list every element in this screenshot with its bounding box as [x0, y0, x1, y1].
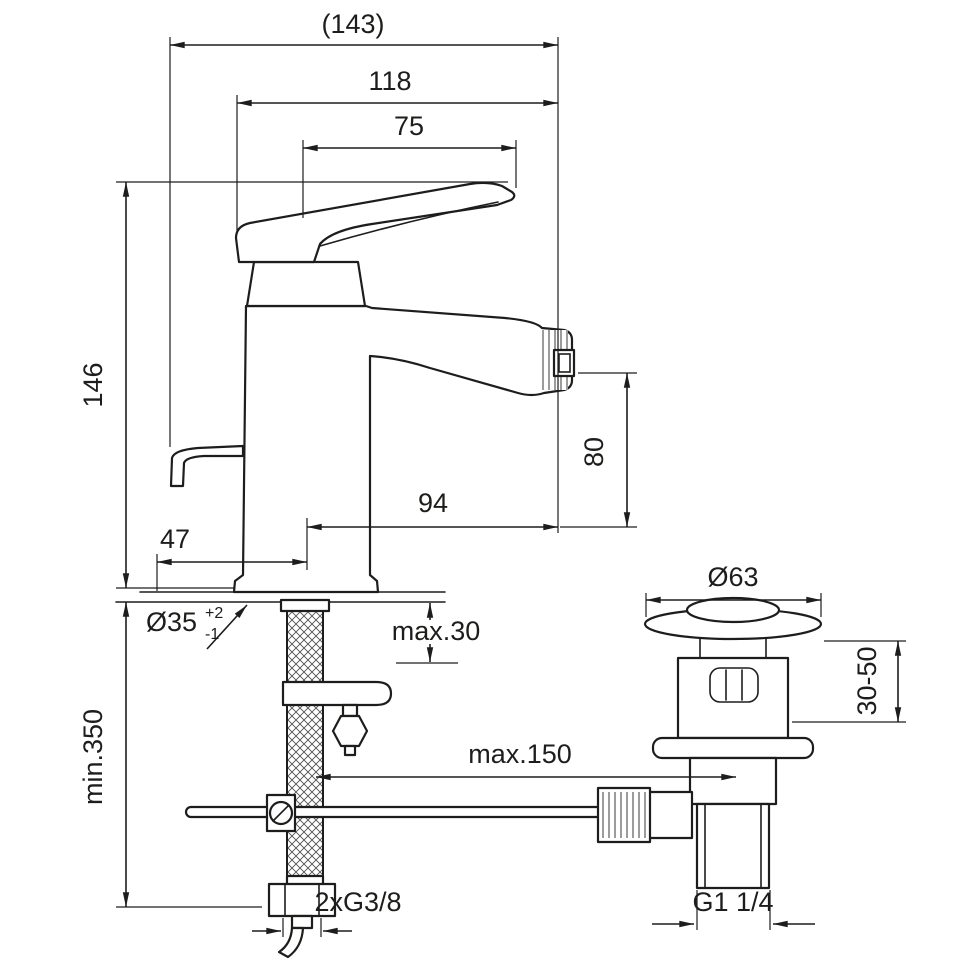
hose-tail — [277, 926, 305, 959]
dim-spout-depth-label: 118 — [368, 66, 411, 96]
faucet-body-group — [169, 181, 576, 594]
waste-mid-flange — [651, 736, 815, 760]
dim-hole-tol-plus-label: +2 — [205, 605, 223, 622]
aerator-outlet-inner — [558, 353, 571, 373]
cartridge-cap — [245, 260, 367, 308]
hose-nut-facets — [284, 883, 320, 917]
waste-window — [709, 667, 759, 703]
waste-upper-body — [676, 656, 790, 740]
dim-hose-thread-label: 2xG3/8 — [314, 887, 401, 917]
faucet-body-and-spout — [232, 304, 574, 594]
rod-clamp-screw-slot — [272, 804, 290, 822]
waste-tailpipe-walls — [704, 803, 762, 889]
extension-lines — [116, 37, 906, 937]
popup-rod-linkage — [184, 786, 694, 844]
dimension-lines — [116, 37, 906, 937]
dim-clamp-range-label: 30-50 — [852, 646, 882, 715]
dim-hole-dia-leader — [206, 604, 248, 650]
dim-overall-depth-label: (143) — [321, 9, 384, 39]
mounting-deck — [115, 591, 446, 603]
fixing-hex-nut — [331, 714, 369, 748]
fixing-stud — [341, 703, 359, 718]
dim-rear-offset-label: 47 — [160, 524, 190, 554]
rod-coupling — [644, 790, 694, 840]
dim-waste-thread-label: G1 1/4 — [692, 887, 773, 917]
dim-hole-tol-minus-label: -1 — [205, 626, 219, 643]
hose-tube-end — [290, 914, 314, 930]
fixing-stud-tip — [343, 744, 357, 757]
waste-plug-cap — [685, 596, 781, 624]
waste-window-bars — [725, 669, 743, 701]
dim-body-height-label: 146 — [78, 362, 108, 407]
mounting-bracket — [281, 680, 393, 707]
dim-rod-distance-label: max.150 — [468, 739, 572, 769]
lever-handle — [234, 181, 516, 264]
popup-waste-assembly — [643, 596, 823, 890]
dim-handle-length-label: 75 — [394, 111, 424, 141]
dim-hole-dia-label: Ø35 — [146, 607, 197, 637]
fixing-set — [281, 680, 393, 757]
lever-underside-line — [319, 201, 499, 247]
hose-braid — [286, 601, 324, 885]
faucet-assembly — [115, 181, 576, 959]
waste-lower-body — [688, 756, 778, 806]
dimension-labels: (143) 118 75 146 80 94 47 Ø35 +2 -1 max.… — [78, 9, 882, 917]
dim-hose-length-label: min.350 — [78, 709, 108, 805]
hose-collar — [279, 598, 331, 613]
popup-rod — [184, 805, 666, 819]
popup-side-lever — [169, 444, 245, 488]
waste-tailpipe — [695, 802, 771, 890]
dim-outlet-height-label: 80 — [579, 437, 609, 467]
hose-end-connection — [267, 874, 337, 959]
dim-waste-flange-label: Ø63 — [707, 562, 758, 592]
waste-neck-lines — [699, 638, 767, 659]
dim-deck-thickness-label: max.30 — [392, 616, 481, 646]
dim-spout-reach-label: 94 — [418, 488, 448, 518]
supply-hose — [279, 598, 331, 885]
rod-adjuster-knurling — [602, 792, 646, 838]
